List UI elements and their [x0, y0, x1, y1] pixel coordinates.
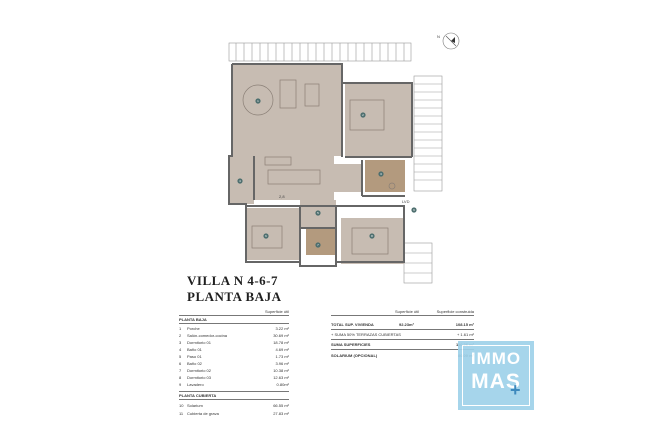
- exterior-stair: [403, 75, 443, 284]
- table-row: TOTAL SUP. VIVIENDA 92.23m² 108.15 m²: [331, 322, 474, 327]
- left-table-header: Superficie útil: [264, 309, 289, 314]
- furniture: [242, 79, 396, 255]
- solarium-outline: [228, 42, 412, 62]
- room-number: 6: [265, 234, 267, 238]
- right-header-construida: Superficie construida: [436, 309, 474, 314]
- table-row: SOLARIUM (OPCIONAL) 80.00 m²: [331, 353, 474, 358]
- floor-areas: [229, 64, 412, 264]
- room-number: 2: [362, 113, 364, 117]
- label-lvd: LVD: [402, 199, 410, 204]
- room-number: 4: [239, 179, 241, 183]
- table-row: + SUMA 50% TERRAZAS CUBIERTAS + 1.61 m²: [331, 332, 474, 337]
- north-arrow-icon: [442, 32, 460, 50]
- room-number: 8: [371, 234, 373, 238]
- wet-areas: [306, 160, 405, 255]
- room-number: 3: [380, 172, 382, 176]
- immomas-logo: IMMO MAS +: [458, 341, 534, 410]
- right-header-util: Superficie útil: [395, 309, 420, 314]
- room-number: 9: [413, 208, 415, 212]
- logo-word-immo: IMMO: [470, 349, 522, 368]
- walls: [228, 63, 413, 267]
- room-markers: [237, 98, 417, 248]
- floor-plan: 2,8 LVD N 1 2 3 4 5 6 7 8 9: [228, 32, 460, 284]
- room-number: 7: [317, 243, 319, 247]
- room-number: 5: [317, 211, 319, 215]
- surface-table-right: Superficie útil Superficie construida TO…: [331, 309, 474, 359]
- room-number: 1: [257, 99, 259, 103]
- plan-subtitle: PLANTA BAJA: [187, 289, 282, 304]
- section-planta-cubierta: PLANTA CUBIERTA: [179, 393, 217, 398]
- logo-plus-icon: +: [510, 380, 521, 400]
- north-label: N: [437, 34, 440, 39]
- label-2x: 2,8: [279, 194, 285, 199]
- plan-title: VILLA N 4-6-7: [187, 273, 279, 288]
- table-row: SUMA SUPERFICIES 110.26 m²: [331, 342, 474, 347]
- section-planta-baja: PLANTA BAJA: [179, 317, 207, 322]
- logo-word-mas: MAS: [471, 370, 521, 393]
